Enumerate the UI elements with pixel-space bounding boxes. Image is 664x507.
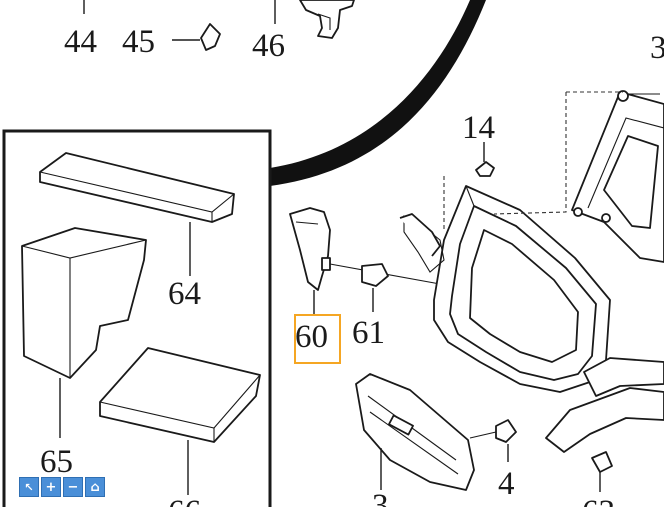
callout-44[interactable]: 44: [64, 24, 97, 60]
viewer-toolbar: ↖ + − ⌂: [19, 477, 105, 497]
part-60-trim: [289, 207, 331, 291]
callout-65[interactable]: 65: [40, 444, 73, 480]
callout-66[interactable]: 66: [168, 494, 201, 507]
callout-3-top[interactable]: 3: [650, 30, 664, 66]
plus-icon[interactable]: +: [41, 477, 61, 497]
part-4-clip: [495, 419, 517, 443]
selected-callout-highlight: [294, 314, 341, 364]
callout-45[interactable]: 45: [122, 24, 155, 60]
part-61-clip: [361, 263, 389, 287]
callout-61[interactable]: 61: [352, 315, 385, 351]
detail-inset-box: [2, 129, 272, 507]
cursor-icon[interactable]: ↖: [19, 477, 39, 497]
part-14-clip: [475, 161, 495, 177]
home-icon[interactable]: ⌂: [85, 477, 105, 497]
callout-3-bottom[interactable]: 3: [372, 488, 389, 507]
part-64-pad: [39, 152, 235, 223]
part-63-clip: [591, 451, 613, 473]
part-63-trim: [545, 387, 664, 453]
minus-icon[interactable]: −: [63, 477, 83, 497]
callout-14[interactable]: 14: [462, 110, 495, 146]
part-65-block: [21, 227, 147, 379]
section-divider-curve: [270, 0, 486, 186]
part-45-clip: [200, 23, 221, 51]
callout-4[interactable]: 4: [498, 466, 515, 502]
callout-64[interactable]: 64: [168, 276, 201, 312]
part-3-lower-trim: [355, 373, 475, 491]
callout-60[interactable]: 60: [295, 319, 328, 355]
part-66-pad: [99, 347, 261, 443]
part-46-bracket: [299, 0, 355, 39]
callout-63[interactable]: 63: [582, 494, 615, 507]
callout-46[interactable]: 46: [252, 28, 285, 64]
